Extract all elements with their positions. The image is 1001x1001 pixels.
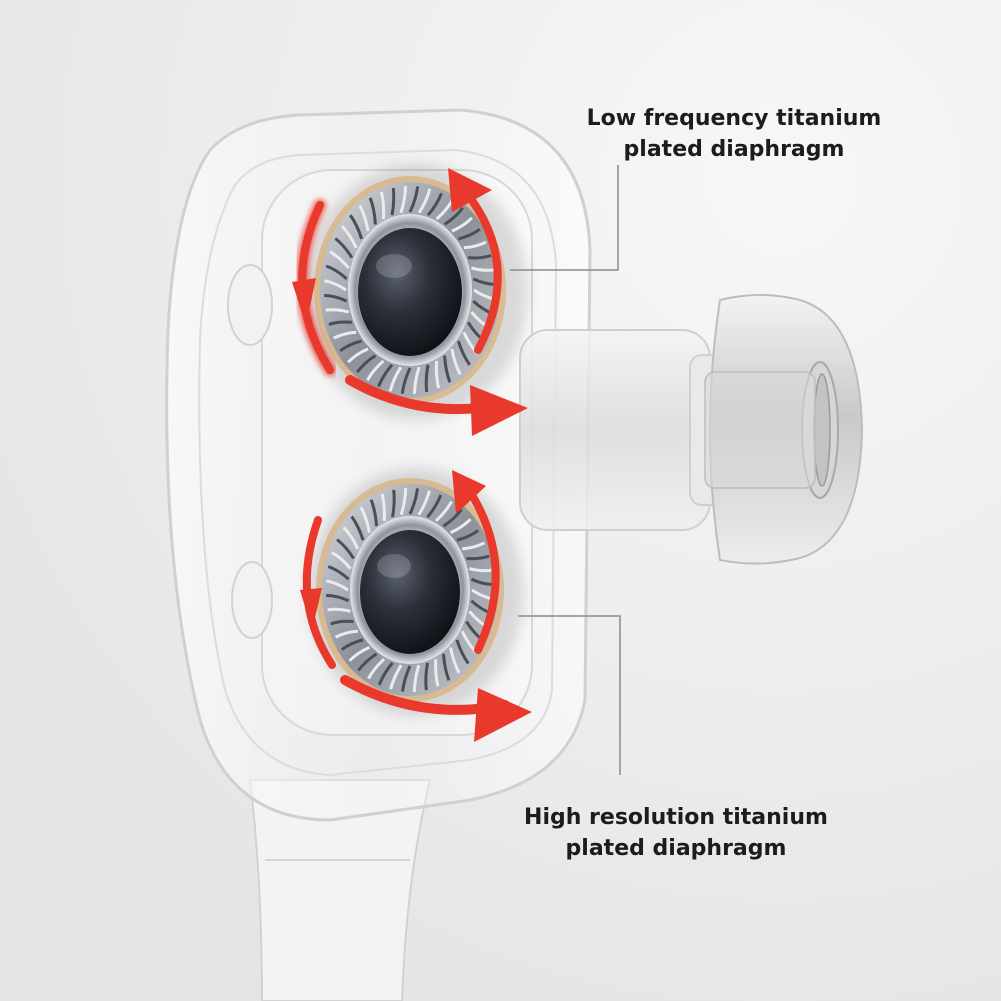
high-resolution-driver-icon (308, 468, 524, 716)
driver-tooth (324, 279, 347, 292)
driver-tooth (358, 204, 370, 232)
driver-tooth (367, 657, 386, 680)
driver-tooth (450, 348, 462, 376)
driver-tooth (426, 494, 443, 519)
driver-tooth (458, 227, 481, 241)
driver-tooth (442, 653, 451, 681)
driver-tooth (462, 541, 486, 551)
driver-tooth (451, 216, 473, 233)
driver-tooth (330, 619, 354, 626)
rotation-arrow-icon (292, 168, 532, 742)
driver-tooth (334, 629, 358, 639)
driver-tooth (399, 186, 407, 214)
driver-tooth (456, 529, 480, 542)
high-resolution-callout-line1: High resolution titanium (524, 805, 828, 830)
driver-tooth (349, 214, 364, 240)
driver-tooth (413, 366, 421, 394)
cable-stem (248, 779, 432, 1001)
driver-tooth (366, 359, 385, 382)
driver-tooth (424, 662, 429, 691)
driver-tooth (342, 526, 360, 550)
driver-tooth (327, 607, 351, 613)
driver-tooth (399, 488, 408, 516)
driver-tooth (368, 197, 377, 225)
low-frequency-callout-line1: Low frequency titanium (586, 106, 882, 131)
driver-tooth (449, 647, 461, 674)
driver-tooth (324, 294, 348, 303)
driver-tooth (390, 187, 396, 216)
driver-tooth (456, 340, 471, 366)
leader-lines (510, 165, 621, 775)
driver-tooth (468, 254, 492, 260)
driver-tooth (443, 206, 464, 226)
driver-tooth (326, 593, 350, 603)
driver-tooth (334, 237, 354, 259)
driver-tooth (329, 250, 350, 269)
driver-tooth (401, 665, 412, 692)
driver-tooth (412, 664, 421, 692)
driver-tooth (463, 240, 487, 250)
driver-tooth (377, 661, 394, 686)
low-frequency-callout: Low frequency titanium plated diaphragm (524, 103, 944, 165)
driver-tooth (350, 515, 365, 541)
driver-tooth (339, 339, 362, 353)
driver-tooth (469, 567, 493, 573)
driver-tooth (328, 320, 352, 326)
driver-tooth (449, 518, 472, 534)
driver-tooth (391, 489, 396, 518)
driver-tooth (340, 638, 364, 651)
driver-tooth (434, 659, 440, 687)
driver-tooth (389, 664, 403, 690)
low-frequency-driver-icon (304, 164, 528, 420)
driver-tooth (470, 266, 495, 272)
driver-tooth (417, 188, 432, 214)
driver-tooth (466, 554, 490, 561)
driver-tooth (331, 551, 352, 570)
driver-tooth (356, 354, 377, 374)
driver-tooth (426, 192, 443, 217)
driver-tooth (325, 264, 348, 281)
driver-tooth (434, 360, 441, 389)
high-resolution-callout: High resolution titanium plated diaphrag… (466, 802, 886, 864)
driver-tooth (357, 652, 378, 672)
driver-tooth (379, 191, 386, 220)
driver-tooth (443, 355, 452, 383)
driver-tooth (408, 488, 419, 515)
driver-tooth (348, 646, 371, 662)
driver-tooth (347, 347, 369, 364)
nozzle-and-ear-tip (519, 294, 864, 565)
driver-tooth (327, 565, 350, 581)
driver-tooth (417, 490, 431, 516)
driver-tooth (336, 538, 355, 560)
driver-tooth (408, 186, 420, 213)
driver-tooth (434, 500, 453, 523)
driver-tooth (424, 364, 430, 393)
low-frequency-callout-line2: plated diaphragm (623, 137, 845, 162)
driver-tooth (400, 367, 412, 394)
driver-tooth (325, 308, 350, 314)
driver-tooth (388, 366, 403, 392)
high-resolution-callout-line2: plated diaphragm (565, 836, 787, 861)
driver-tooth (369, 499, 378, 527)
driver-tooth (380, 493, 386, 521)
driver-tooth (359, 506, 371, 533)
driver-tooth (455, 639, 470, 665)
driver-tooth (377, 363, 394, 388)
driver-tooth (442, 508, 463, 528)
driver-tooth (341, 225, 358, 249)
driver-tooth (325, 579, 349, 592)
driver-tooth (333, 330, 357, 340)
